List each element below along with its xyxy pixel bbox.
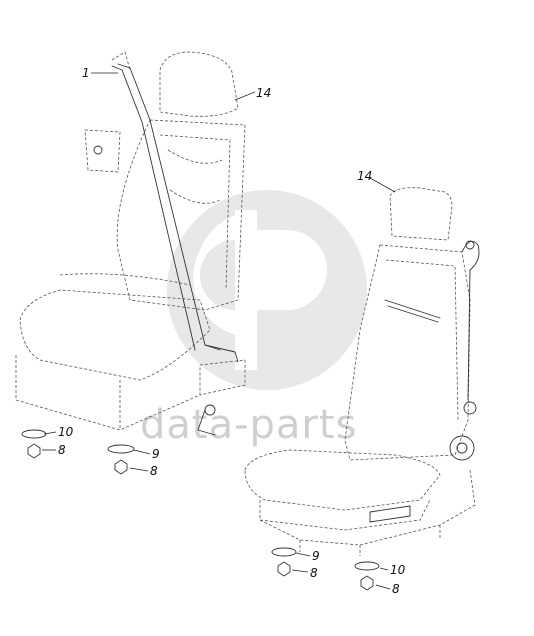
right-seat — [244, 187, 480, 556]
washer-icon — [354, 561, 380, 571]
callout-washer-mid-9: 9 — [152, 447, 160, 461]
nut-icon — [114, 459, 128, 475]
callout-headrest-left: 14 — [256, 86, 271, 100]
nut-icon — [27, 443, 41, 459]
callout-nut-right-8b: 8 — [392, 582, 400, 596]
leader-lines — [42, 72, 396, 590]
washer-icon — [107, 444, 135, 454]
callout-nut-left-8: 8 — [58, 443, 66, 457]
watermark-logo — [167, 190, 367, 390]
callout-belt: 1 — [82, 66, 90, 80]
washer-icon — [271, 547, 297, 557]
callout-headrest-right: 14 — [357, 169, 372, 183]
left-seat — [15, 51, 246, 436]
callout-washer-right-9: 9 — [312, 549, 320, 563]
callout-washer-left-10: 10 — [58, 425, 74, 439]
watermark-text: data-parts — [140, 402, 357, 448]
washer-icon — [21, 429, 47, 439]
hardware — [21, 429, 380, 591]
callout-washer-right-10: 10 — [390, 563, 406, 577]
nut-icon — [360, 575, 374, 591]
callout-nut-mid-8: 8 — [150, 464, 158, 478]
callout-nut-right-8a: 8 — [310, 566, 318, 580]
nut-icon — [277, 561, 291, 577]
